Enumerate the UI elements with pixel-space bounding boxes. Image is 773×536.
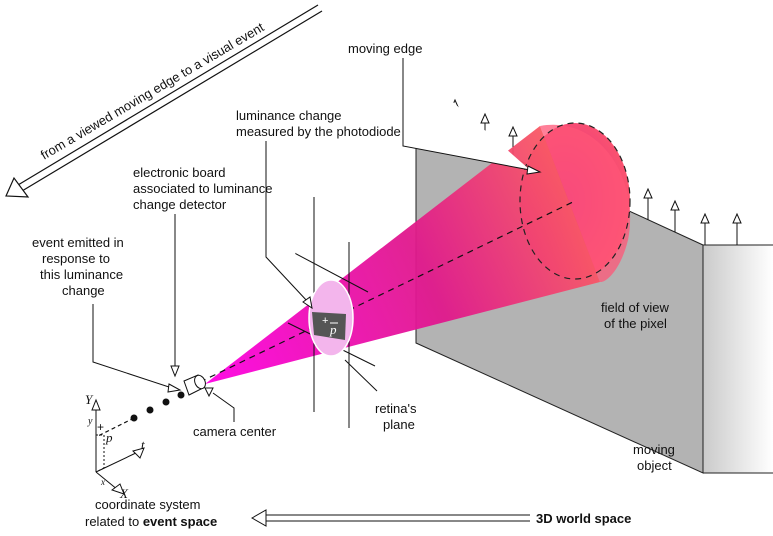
event-emitted-label-2: response to — [42, 251, 110, 266]
camera — [183, 374, 206, 396]
related-to-label: related to event space — [85, 514, 217, 529]
event-emitted-label-3: this luminance — [40, 267, 123, 282]
electronic-board-label-3: change detector — [133, 197, 227, 212]
event-trail — [95, 391, 185, 438]
direction-arrow-bottom — [250, 509, 530, 527]
object-side-face — [703, 245, 773, 473]
related-to-text: related to — [85, 514, 143, 529]
moving-object-label-2: object — [637, 458, 672, 473]
electronic-board-label-1: electronic board — [133, 165, 226, 180]
retina-plane — [284, 197, 376, 428]
leader-lines — [92, 58, 542, 422]
axis-t-label: t — [141, 437, 145, 452]
moving-object-label-1: moving — [633, 442, 675, 457]
luminance-change-label-1: luminance change — [236, 108, 342, 123]
luminance-change-label-2: measured by the photodiode — [236, 124, 401, 139]
event-cross: + — [97, 420, 104, 434]
axis-x-label: x — [100, 477, 105, 487]
field-of-view-label-2: of the pixel — [604, 316, 667, 331]
retina-plane-label-2: plane — [383, 417, 415, 432]
direction-arrow-top — [5, 4, 323, 198]
field-of-view-label-1: field of view — [601, 300, 670, 315]
event-emitted-label-1: event emitted in — [32, 235, 124, 250]
coord-system-label: coordinate system — [95, 497, 201, 512]
axis-Y-label: Y — [85, 392, 94, 407]
event-pixel-symbol: p — [105, 430, 113, 445]
field-of-view-cone — [205, 122, 631, 384]
axis-y-label: y — [87, 416, 93, 427]
camera-center-label: camera center — [193, 424, 277, 439]
moving-edge-label: moving edge — [348, 41, 422, 56]
coordinate-axes — [91, 398, 145, 495]
event-space-text: event space — [143, 514, 217, 529]
world-space-label: 3D world space — [536, 511, 631, 526]
arrow-top-label: from a viewed moving edge to a visual ev… — [38, 19, 267, 162]
electronic-board-label-2: associated to luminance — [133, 181, 272, 196]
pixel-symbol: p — [329, 322, 337, 337]
pixel-cross: + — [322, 315, 328, 327]
axis-X-label: X — [119, 486, 129, 501]
event-emitted-label-4: change — [62, 283, 105, 298]
retina-plane-label-1: retina's — [375, 401, 417, 416]
optical-axis — [199, 200, 576, 383]
